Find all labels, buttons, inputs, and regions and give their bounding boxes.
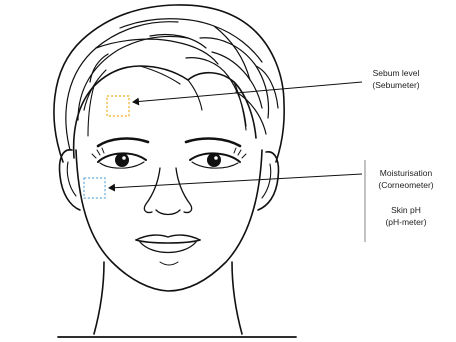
- left-eye: [92, 148, 146, 168]
- sebum-label-instrument: (Sebumeter): [372, 80, 419, 90]
- right-eye: [190, 148, 246, 168]
- sebum-marker: [107, 96, 129, 116]
- face-illustration: [54, 5, 296, 337]
- ph-label: Skin pH (pH-meter): [385, 205, 426, 227]
- right-eyebrow: [186, 139, 240, 146]
- moisture-arrow: [109, 174, 362, 188]
- sebum-label-title: Sebum level: [373, 68, 420, 78]
- moisture-label-title: Moisturisation: [380, 168, 433, 178]
- mouth: [136, 235, 200, 265]
- ph-label-instrument: (pH-meter): [385, 217, 426, 227]
- moisture-marker: [84, 178, 105, 198]
- nose: [144, 168, 191, 215]
- fringe-strands: [88, 66, 246, 136]
- hair-outline: [54, 5, 284, 162]
- ph-label-title: Skin pH: [391, 205, 421, 215]
- moisture-label-instrument: (Corneometer): [378, 180, 433, 190]
- moisture-label: Moisturisation (Corneometer): [378, 168, 433, 190]
- sebum-arrow: [133, 82, 362, 102]
- sebum-label: Sebum level (Sebumeter): [372, 68, 419, 90]
- left-eyebrow: [98, 139, 148, 146]
- neck: [94, 262, 242, 334]
